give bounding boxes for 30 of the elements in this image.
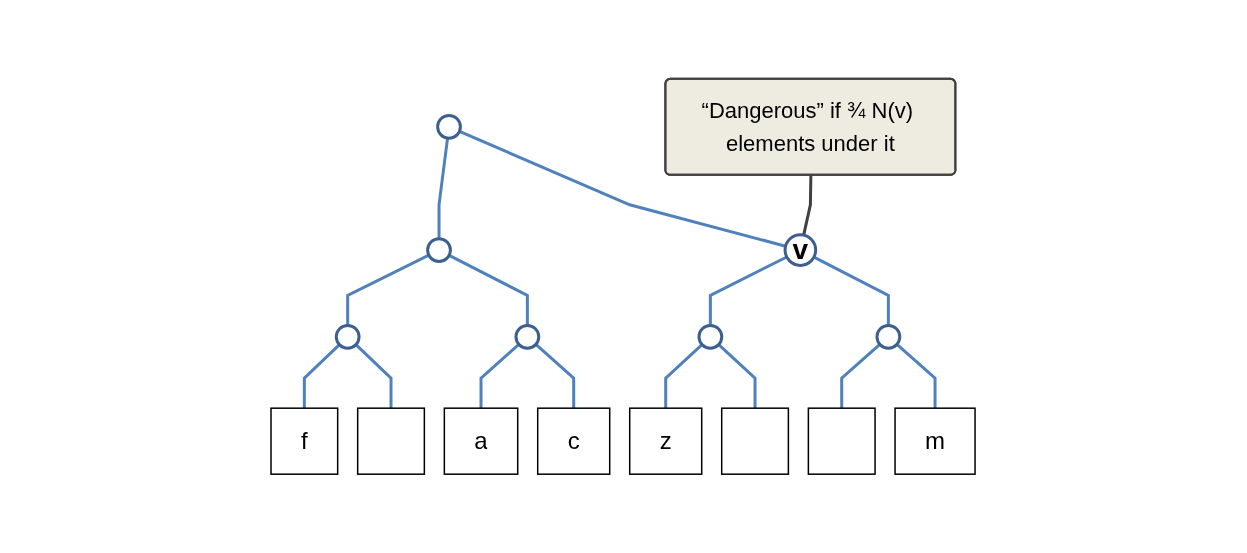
node-box [357,407,426,475]
connector [802,175,813,236]
connector [448,253,530,326]
node-box [721,407,790,475]
connector [896,343,937,409]
connector [459,129,787,248]
connector [840,343,882,409]
node-circle [436,113,463,140]
connector [355,343,393,409]
connector [718,343,757,409]
node-circle: v [784,233,818,267]
connector [664,343,704,409]
node-circle [875,323,902,350]
connector [535,343,576,409]
node-box: z [629,407,703,475]
node-box: m [894,407,977,475]
connector [303,343,341,409]
connector [709,255,788,326]
node-circle [426,237,453,263]
node-box: c [537,407,611,475]
node-box [808,407,877,475]
connector [813,255,891,326]
node-box: f [270,407,339,475]
node-box: a [444,407,519,475]
connector [480,343,521,409]
connector [438,137,450,239]
connector [346,253,430,326]
node-circle [335,323,362,350]
node-circle [514,323,541,350]
node-circle [697,323,724,350]
